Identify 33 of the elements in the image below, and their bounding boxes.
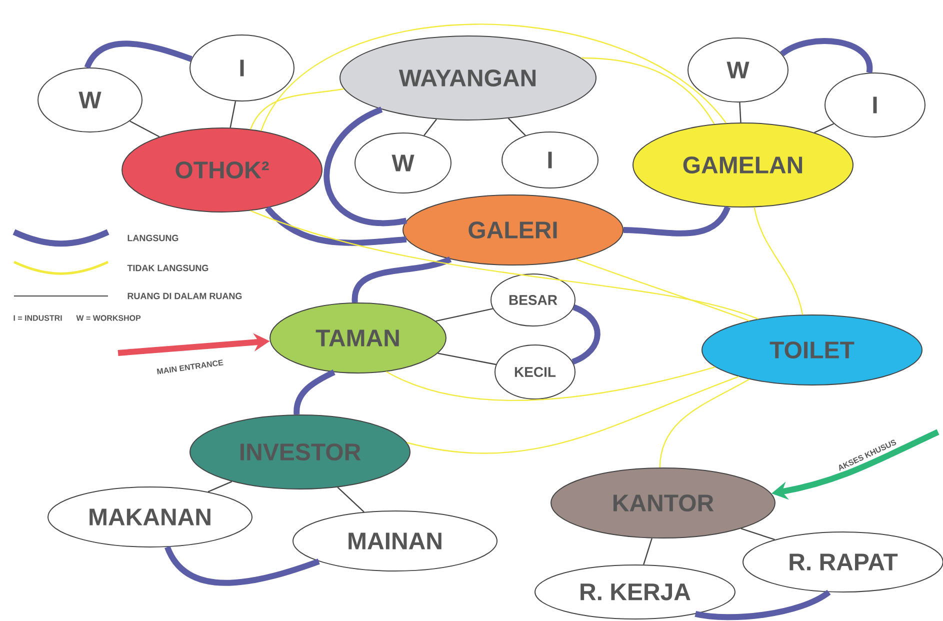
connector-line [814, 123, 834, 134]
connector-line [84, 40, 192, 69]
connector-line [740, 528, 775, 540]
connector-line [623, 206, 730, 236]
connector-line [250, 210, 758, 320]
connector-line [575, 258, 750, 322]
legend-text: LANGSUNG [128, 234, 178, 242]
connector-line [571, 304, 600, 365]
connector-line [659, 378, 750, 468]
connector-line [754, 207, 804, 315]
connector-line [130, 120, 160, 138]
connector-line [438, 352, 496, 366]
legend-text: TIDAK LANGSUNG [127, 264, 208, 272]
connector-line [386, 366, 716, 402]
connector-line [250, 88, 344, 130]
connector-line [581, 57, 715, 124]
connector-line [260, 24, 726, 132]
legend-note: I = INDUSTRI [14, 315, 62, 321]
connector-line [694, 590, 831, 620]
connector-line [164, 546, 320, 586]
legend-text: RUANG DI DALAM RUANG [128, 292, 242, 300]
connector-line [508, 118, 526, 136]
connector-line [406, 376, 740, 454]
connector-line [208, 480, 232, 492]
connector-line [424, 118, 437, 136]
connector-line [739, 102, 742, 123]
connector-line [230, 101, 236, 128]
legend-note: W = WORKSHOP [76, 315, 141, 321]
connector-line [643, 538, 652, 565]
connector-line [265, 206, 407, 246]
edge-label: MAIN ENTRANCE [155, 358, 225, 376]
connector-line [436, 308, 493, 322]
connector-line [337, 486, 364, 512]
